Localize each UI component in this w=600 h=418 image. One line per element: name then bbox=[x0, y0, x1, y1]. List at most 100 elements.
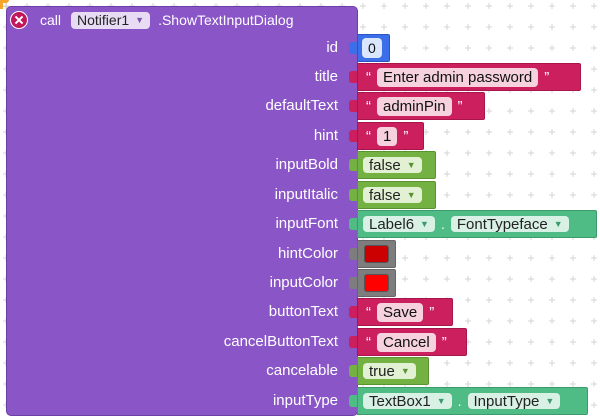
grid-cross bbox=[591, 3, 597, 9]
grid-cross bbox=[591, 276, 597, 282]
chevron-down-icon: ▼ bbox=[553, 219, 563, 229]
grid-cross bbox=[570, 108, 576, 114]
grid-cross bbox=[528, 192, 534, 198]
socket-connector bbox=[349, 71, 358, 83]
grid-cross bbox=[528, 381, 534, 387]
boolean-value: false bbox=[369, 186, 401, 204]
param-label-defaulttext: defaultText bbox=[265, 97, 338, 114]
hint-color-block[interactable] bbox=[357, 240, 396, 268]
grid-cross bbox=[507, 339, 513, 345]
grid-cross bbox=[423, 3, 429, 9]
grid-cross bbox=[444, 45, 450, 51]
grid-cross bbox=[465, 171, 471, 177]
grid-cross bbox=[465, 255, 471, 261]
grid-cross bbox=[465, 150, 471, 156]
socket-connector bbox=[349, 395, 358, 407]
socket-connector bbox=[349, 365, 358, 377]
grid-cross bbox=[486, 171, 492, 177]
component-dropdown[interactable]: Label6 ▼ bbox=[363, 215, 435, 233]
grid-cross bbox=[591, 66, 597, 72]
grid-cross bbox=[570, 45, 576, 51]
component-dropdown[interactable]: TextBox1 ▼ bbox=[363, 392, 452, 410]
socket-connector bbox=[349, 159, 358, 171]
cancelable-logic-block[interactable]: true ▼ bbox=[357, 357, 429, 385]
grid-cross bbox=[507, 171, 513, 177]
component-name: Label6 bbox=[369, 215, 415, 233]
close-icon[interactable] bbox=[10, 11, 28, 29]
grid-cross bbox=[570, 150, 576, 156]
show-text-input-dialog-block[interactable] bbox=[6, 6, 358, 416]
grid-cross bbox=[570, 276, 576, 282]
text-field[interactable]: 1 bbox=[377, 126, 398, 146]
input-font-property-block[interactable]: Label6 ▼ . FontTypeface ▼ bbox=[357, 210, 597, 238]
text-field[interactable]: adminPin bbox=[377, 96, 452, 116]
selected-block-edge bbox=[0, 0, 3, 9]
quote-close: ” bbox=[403, 127, 409, 145]
grid-cross bbox=[465, 381, 471, 387]
grid-cross bbox=[507, 3, 513, 9]
param-label-hint: hint bbox=[313, 127, 338, 144]
quote-open: “ bbox=[366, 68, 371, 86]
grid-cross bbox=[465, 318, 471, 324]
component-name: Notifier1 bbox=[77, 12, 130, 28]
grid-cross bbox=[591, 171, 597, 177]
param-label-id: id bbox=[326, 39, 338, 56]
socket-connector bbox=[349, 306, 358, 318]
number-field[interactable]: 0 bbox=[362, 38, 382, 58]
grid-cross bbox=[507, 45, 513, 51]
socket-connector bbox=[349, 248, 358, 260]
property-dropdown[interactable]: FontTypeface ▼ bbox=[450, 215, 569, 233]
component-dropdown[interactable]: Notifier1 ▼ bbox=[71, 11, 151, 29]
text-field[interactable]: Enter admin password bbox=[377, 67, 539, 87]
grid-cross bbox=[360, 24, 366, 30]
component-name: TextBox1 bbox=[369, 392, 431, 410]
hint-text-block[interactable]: “ 1 ” bbox=[357, 122, 424, 150]
call-label: call bbox=[40, 12, 62, 28]
color-swatch[interactable] bbox=[364, 245, 389, 263]
grid-cross bbox=[423, 255, 429, 261]
title-text-block[interactable]: “ Enter admin password ” bbox=[357, 63, 581, 91]
chevron-down-icon: ▼ bbox=[135, 15, 145, 25]
input-color-block[interactable] bbox=[357, 269, 396, 297]
default-text-block[interactable]: “ adminPin ” bbox=[357, 92, 485, 120]
property-dropdown[interactable]: InputType ▼ bbox=[467, 393, 561, 410]
grid-cross bbox=[360, 3, 366, 9]
input-type-property-block[interactable]: TextBox1 ▼ . InputType ▼ bbox=[357, 387, 588, 415]
text-field[interactable]: Cancel bbox=[377, 332, 436, 352]
grid-cross bbox=[423, 24, 429, 30]
grid-cross bbox=[549, 381, 555, 387]
grid-cross bbox=[486, 150, 492, 156]
grid-cross bbox=[486, 3, 492, 9]
input-italic-logic-block[interactable]: false ▼ bbox=[357, 181, 436, 209]
grid-cross bbox=[570, 129, 576, 135]
grid-cross bbox=[486, 276, 492, 282]
grid-cross bbox=[402, 276, 408, 282]
quote-close: ” bbox=[441, 333, 447, 351]
input-bold-logic-block[interactable]: false ▼ bbox=[357, 151, 436, 179]
boolean-dropdown[interactable]: true ▼ bbox=[363, 363, 416, 380]
boolean-value: false bbox=[369, 156, 401, 174]
grid-cross bbox=[507, 129, 513, 135]
chevron-down-icon: ▼ bbox=[545, 396, 555, 406]
boolean-dropdown[interactable]: false ▼ bbox=[363, 156, 422, 174]
grid-cross bbox=[549, 339, 555, 345]
id-number-block[interactable]: 0 bbox=[357, 34, 390, 62]
property-name: FontTypeface bbox=[456, 215, 548, 233]
grid-cross bbox=[528, 360, 534, 366]
param-label-buttontext: buttonText bbox=[268, 303, 338, 320]
grid-cross bbox=[549, 171, 555, 177]
grid-cross bbox=[507, 360, 513, 366]
button-text-block[interactable]: “ Save ” bbox=[357, 298, 453, 326]
color-swatch[interactable] bbox=[364, 274, 389, 292]
cancel-button-text-block[interactable]: “ Cancel ” bbox=[357, 328, 467, 356]
quote-open: “ bbox=[366, 303, 371, 321]
grid-cross bbox=[486, 108, 492, 114]
grid-cross bbox=[507, 150, 513, 156]
grid-cross bbox=[570, 360, 576, 366]
boolean-dropdown[interactable]: false ▼ bbox=[363, 186, 422, 204]
text-field[interactable]: Save bbox=[377, 302, 424, 322]
grid-cross bbox=[591, 402, 597, 408]
grid-cross bbox=[507, 255, 513, 261]
grid-cross bbox=[591, 339, 597, 345]
grid-cross bbox=[549, 24, 555, 30]
